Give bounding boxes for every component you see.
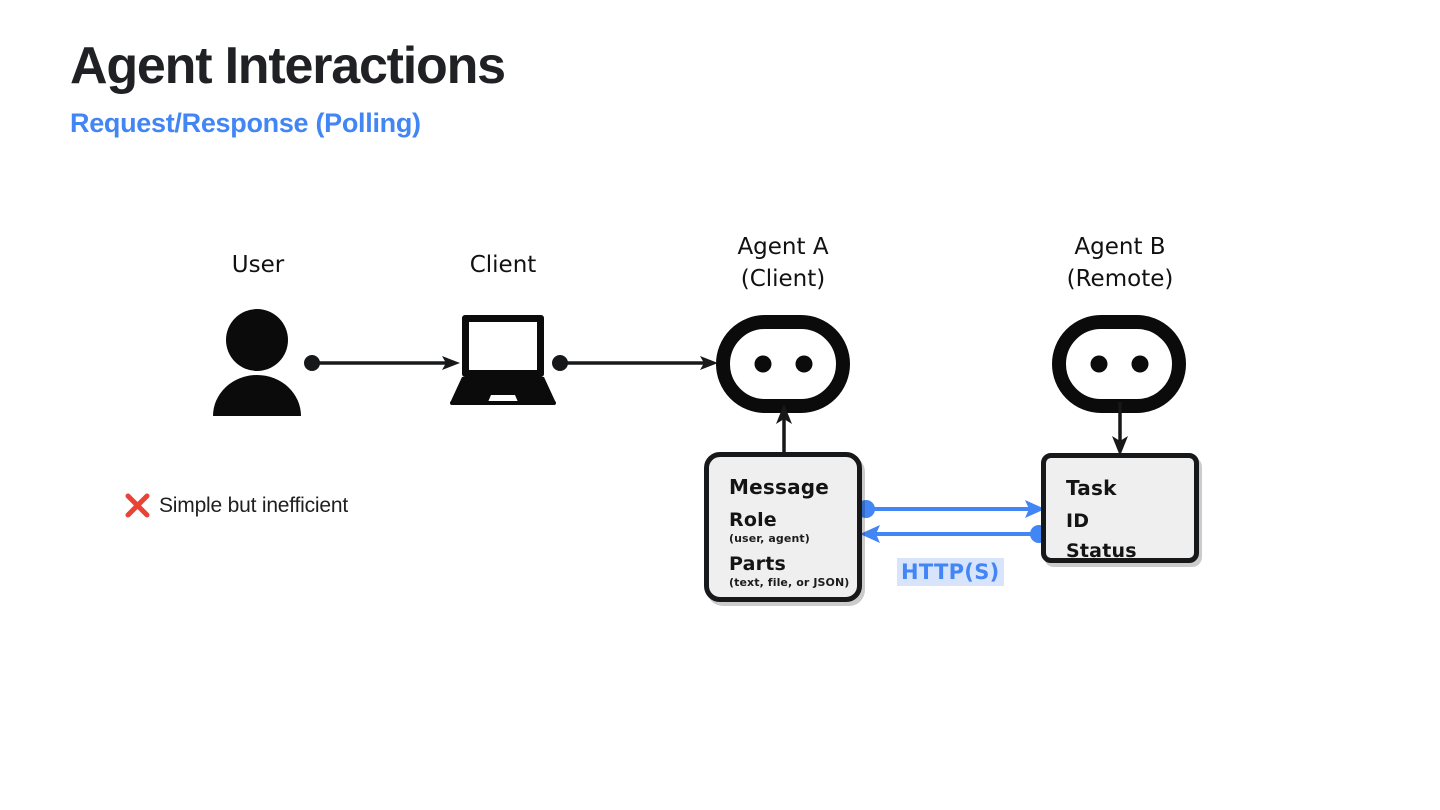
page-title: Agent Interactions bbox=[70, 37, 506, 95]
task-field-id: ID bbox=[1066, 510, 1090, 532]
footnote-text: Simple but inefficient bbox=[159, 493, 348, 517]
message-field-role: Role bbox=[729, 509, 777, 531]
node-label-agent-b: Agent B (Remote) bbox=[1066, 234, 1174, 292]
node-label-user: User bbox=[231, 252, 285, 278]
footnote: Simple but inefficient bbox=[124, 492, 348, 519]
connector-response-to-agent-a bbox=[855, 520, 1050, 550]
connector-client-to-agent-a bbox=[548, 345, 723, 380]
task-card-title: Task bbox=[1066, 476, 1117, 500]
connector-message-to-agent-a bbox=[770, 402, 798, 458]
node-label-client: Client bbox=[469, 252, 537, 278]
robot-icon-agent-b bbox=[1052, 315, 1186, 413]
laptop-icon bbox=[450, 315, 556, 405]
task-field-status: Status bbox=[1066, 540, 1137, 562]
message-card-title: Message bbox=[729, 475, 830, 499]
task-card: Task ID Status bbox=[1041, 453, 1199, 563]
message-field-role-detail: (user, agent) bbox=[729, 532, 810, 545]
user-icon bbox=[210, 308, 305, 416]
message-field-parts-detail: (text, file, or JSON) bbox=[729, 576, 850, 589]
page-subtitle: Request/Response (Polling) bbox=[70, 108, 421, 138]
node-label-agent-a: Agent A (Client) bbox=[737, 234, 829, 292]
message-card: Message Role (user, agent) Parts (text, … bbox=[704, 452, 862, 602]
protocol-label: HTTP(S) bbox=[897, 558, 1004, 586]
connector-agent-b-to-task bbox=[1106, 402, 1134, 458]
message-field-parts: Parts bbox=[729, 553, 786, 575]
robot-icon-agent-a bbox=[716, 315, 850, 413]
x-mark-icon bbox=[124, 492, 151, 519]
connector-user-to-client bbox=[300, 345, 465, 380]
